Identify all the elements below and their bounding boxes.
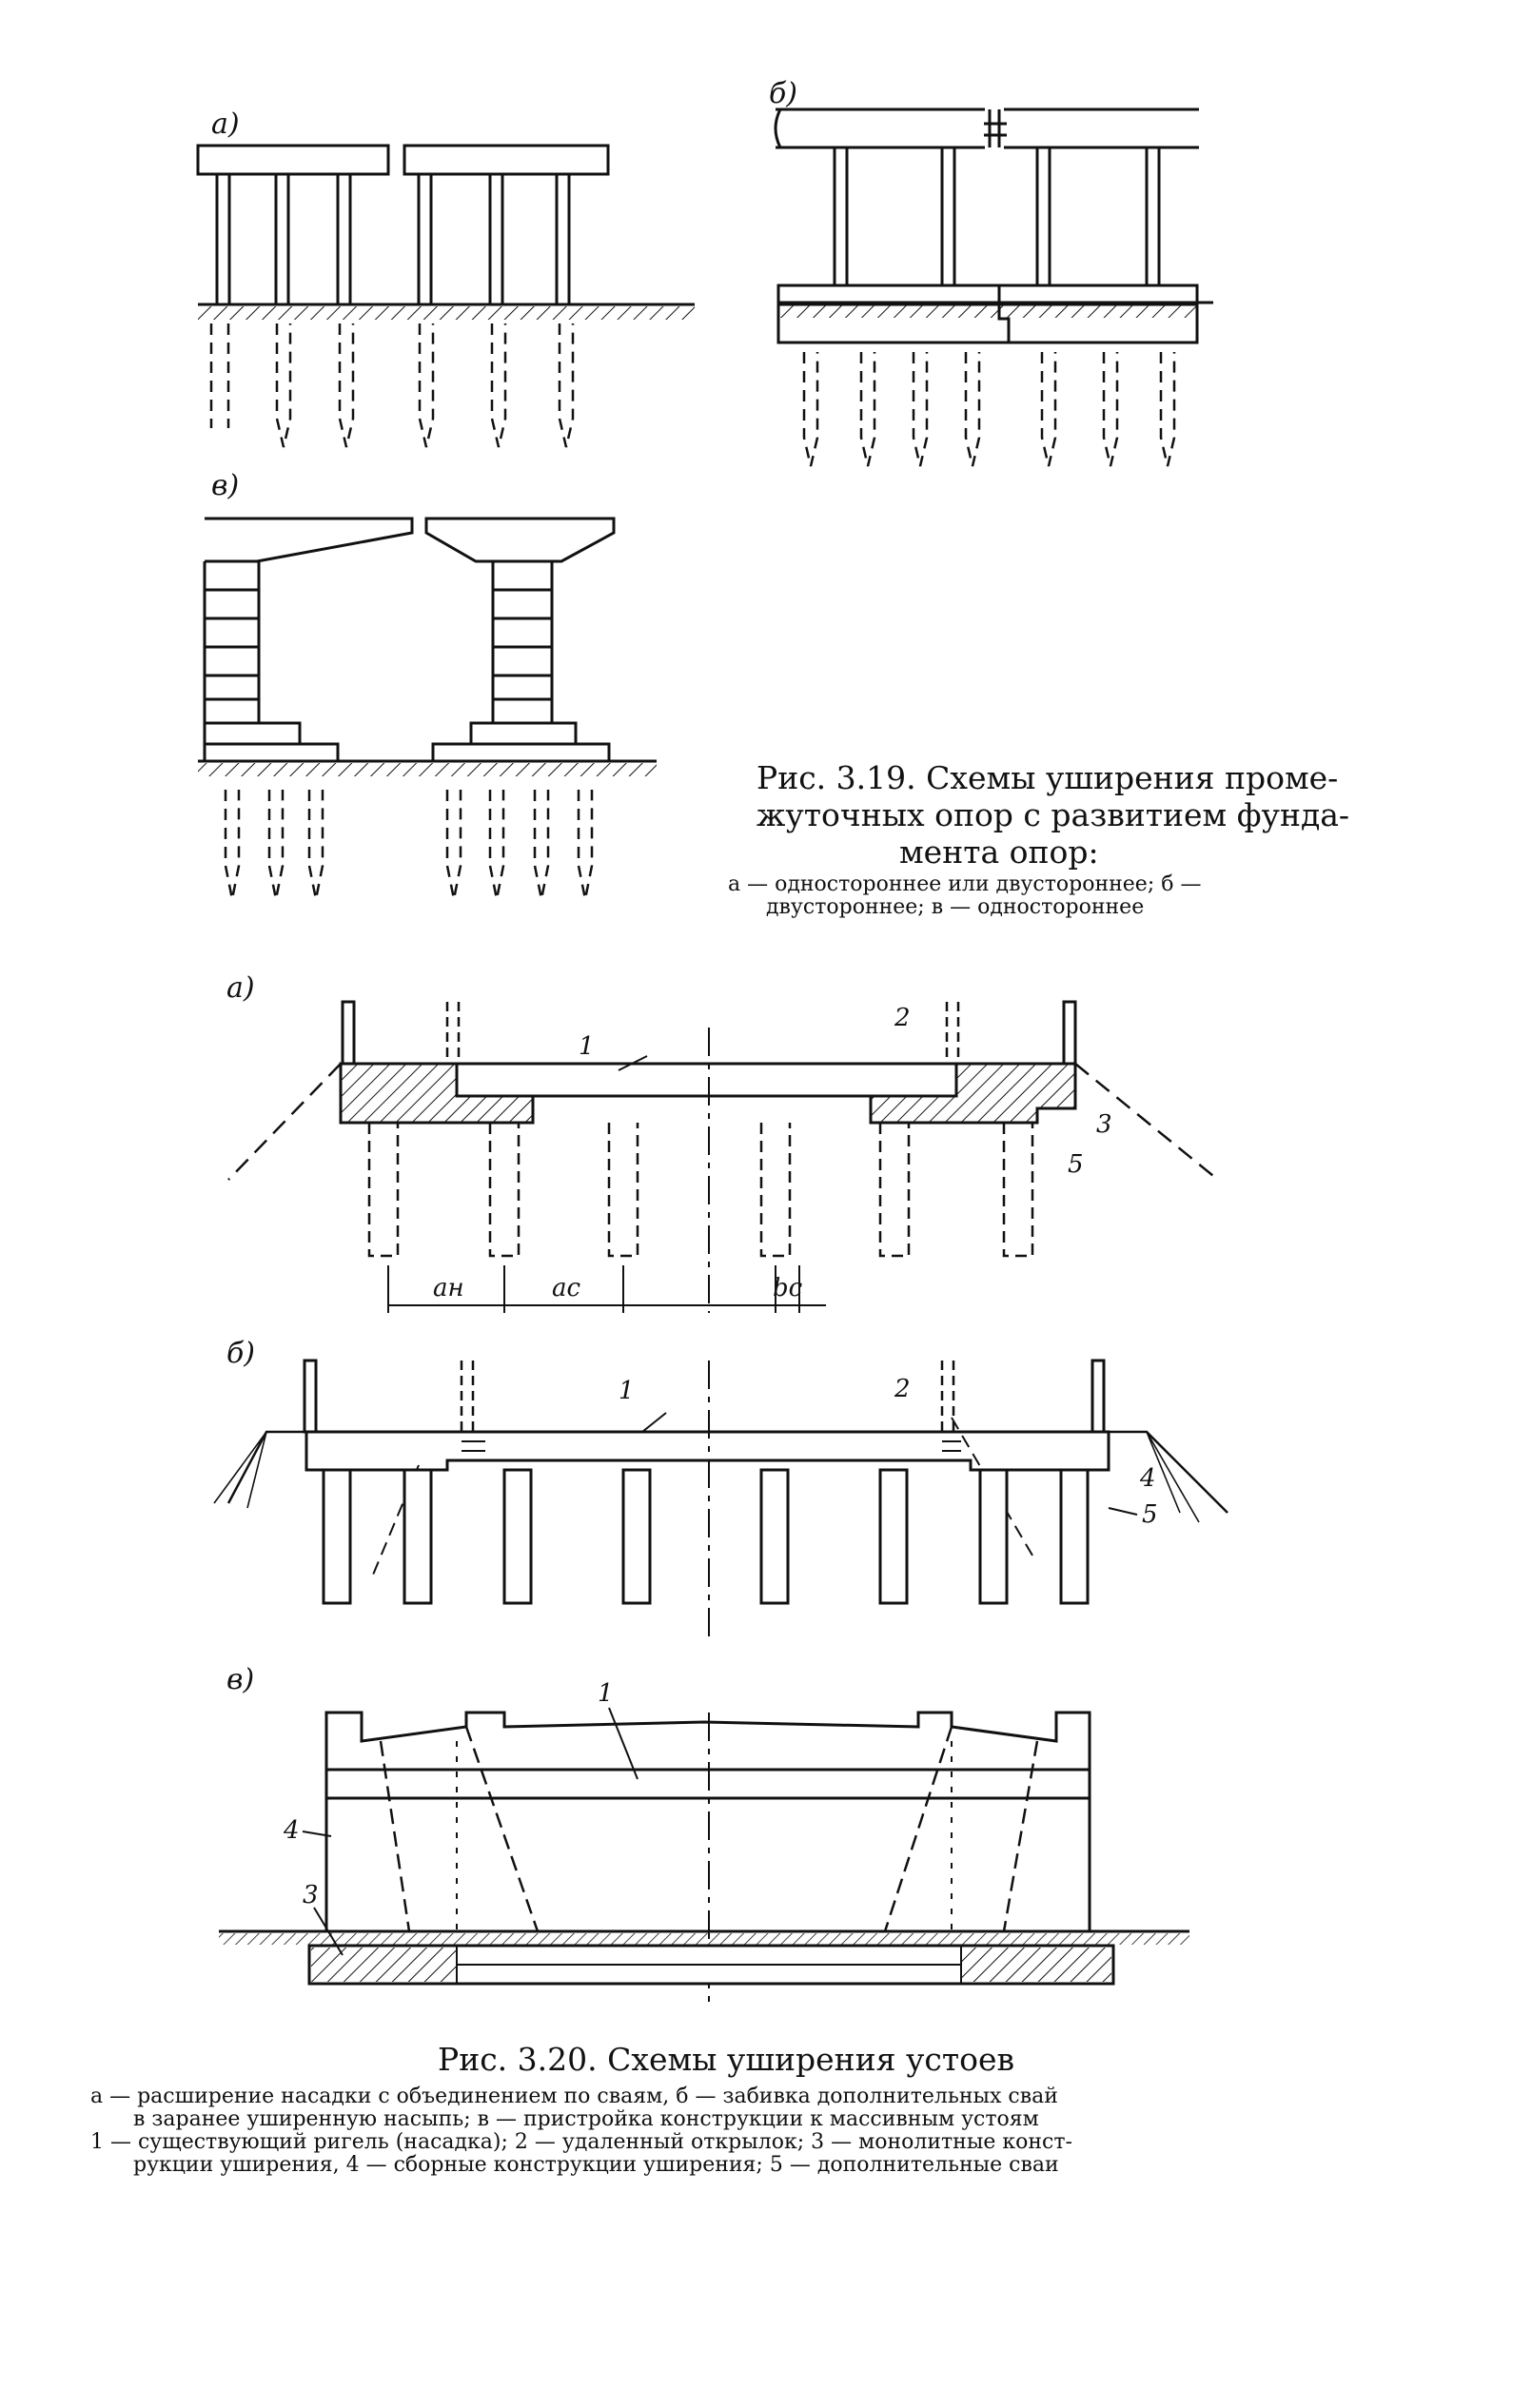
fig320-dim-an: aн xyxy=(433,1274,464,1302)
fig320-label-v: в) xyxy=(226,1663,254,1696)
fig320-a-piles xyxy=(367,1123,1034,1258)
fig320-legend-line1: а — расширение насадки с объединением по… xyxy=(90,2085,1058,2108)
fig320-v-callout-1: 1 xyxy=(598,1679,614,1708)
fig320-legend-line3: 1 — существующий ригель (насадка); 2 — у… xyxy=(90,2130,1072,2154)
fig319-panel-b: б) xyxy=(769,77,1213,467)
fig319-caption-line3: мента опор: xyxy=(899,833,1099,871)
fig319-a-columns xyxy=(215,174,571,304)
fig319-a-piles xyxy=(209,323,575,448)
fig320-dim-ac: aс xyxy=(552,1274,581,1302)
fig319-caption-title: Рис. 3.19. Схемы уширения проме- жуточны… xyxy=(756,759,1366,871)
fig319-legend-line1: а — одностороннее или двустороннее; б — xyxy=(728,872,1202,896)
fig320-b-callout-2: 2 xyxy=(894,1375,911,1403)
fig320-caption-title: Рис. 3.20. Схемы уширения устоев xyxy=(438,2041,1015,2078)
fig319-panel-v: в) xyxy=(198,469,657,900)
fig320-a-callout-2: 2 xyxy=(894,1004,911,1032)
fig320-legend-line4: рукции уширения, 4 — сборные конструкции… xyxy=(133,2153,1059,2177)
fig319-label-v: в) xyxy=(211,469,239,502)
fig319-label-a: а) xyxy=(211,108,240,141)
fig320-b-piles xyxy=(322,1468,1090,1605)
fig319-caption-line2: жуточных опор с развитием фунда- xyxy=(756,796,1350,833)
fig320-caption-legend: а — расширение насадки с объединением по… xyxy=(90,2085,1423,2177)
fig319-caption-line1: Рис. 3.19. Схемы уширения проме- xyxy=(756,759,1339,796)
fig319-label-b: б) xyxy=(769,77,797,110)
fig320-b-callout-4: 4 xyxy=(1139,1464,1156,1493)
fig320-a-callout-5: 5 xyxy=(1068,1150,1084,1179)
fig320-panel-a: а) 1 2 3 5 aн aс bс xyxy=(226,971,1219,1313)
fig320-dim-bc: bс xyxy=(773,1274,803,1302)
fig320-b-callout-1: 1 xyxy=(619,1377,635,1405)
fig320-b-callout-5: 5 xyxy=(1142,1500,1158,1529)
fig320-label-b: б) xyxy=(226,1337,255,1370)
fig319-legend-line2: двустороннее; в — одностороннее xyxy=(766,895,1145,919)
fig320-panel-b: б) 1 2 4 5 xyxy=(213,1337,1228,1636)
fig319-panel-a: а) xyxy=(196,108,695,448)
fig320-a-callout-1: 1 xyxy=(579,1032,595,1061)
fig319-caption-legend: а — одностороннее или двустороннее; б — … xyxy=(728,873,1356,919)
fig320-v-callout-3: 3 xyxy=(303,1881,319,1909)
fig320-legend-line2: в заранее уширенную насыпь; в — пристрой… xyxy=(133,2107,1039,2131)
fig320-a-callout-3: 3 xyxy=(1096,1110,1112,1139)
fig320-panel-v: в) 1 4 3 xyxy=(219,1663,1189,2007)
fig319-v-piles xyxy=(224,790,594,900)
fig320-label-a: а) xyxy=(226,971,255,1005)
fig319-b-piles xyxy=(802,352,1176,467)
fig319-b-columns xyxy=(833,147,1161,285)
fig320-v-callout-4: 4 xyxy=(283,1816,300,1845)
fig320-a-dimensions: aн aс bс xyxy=(387,1265,826,1313)
